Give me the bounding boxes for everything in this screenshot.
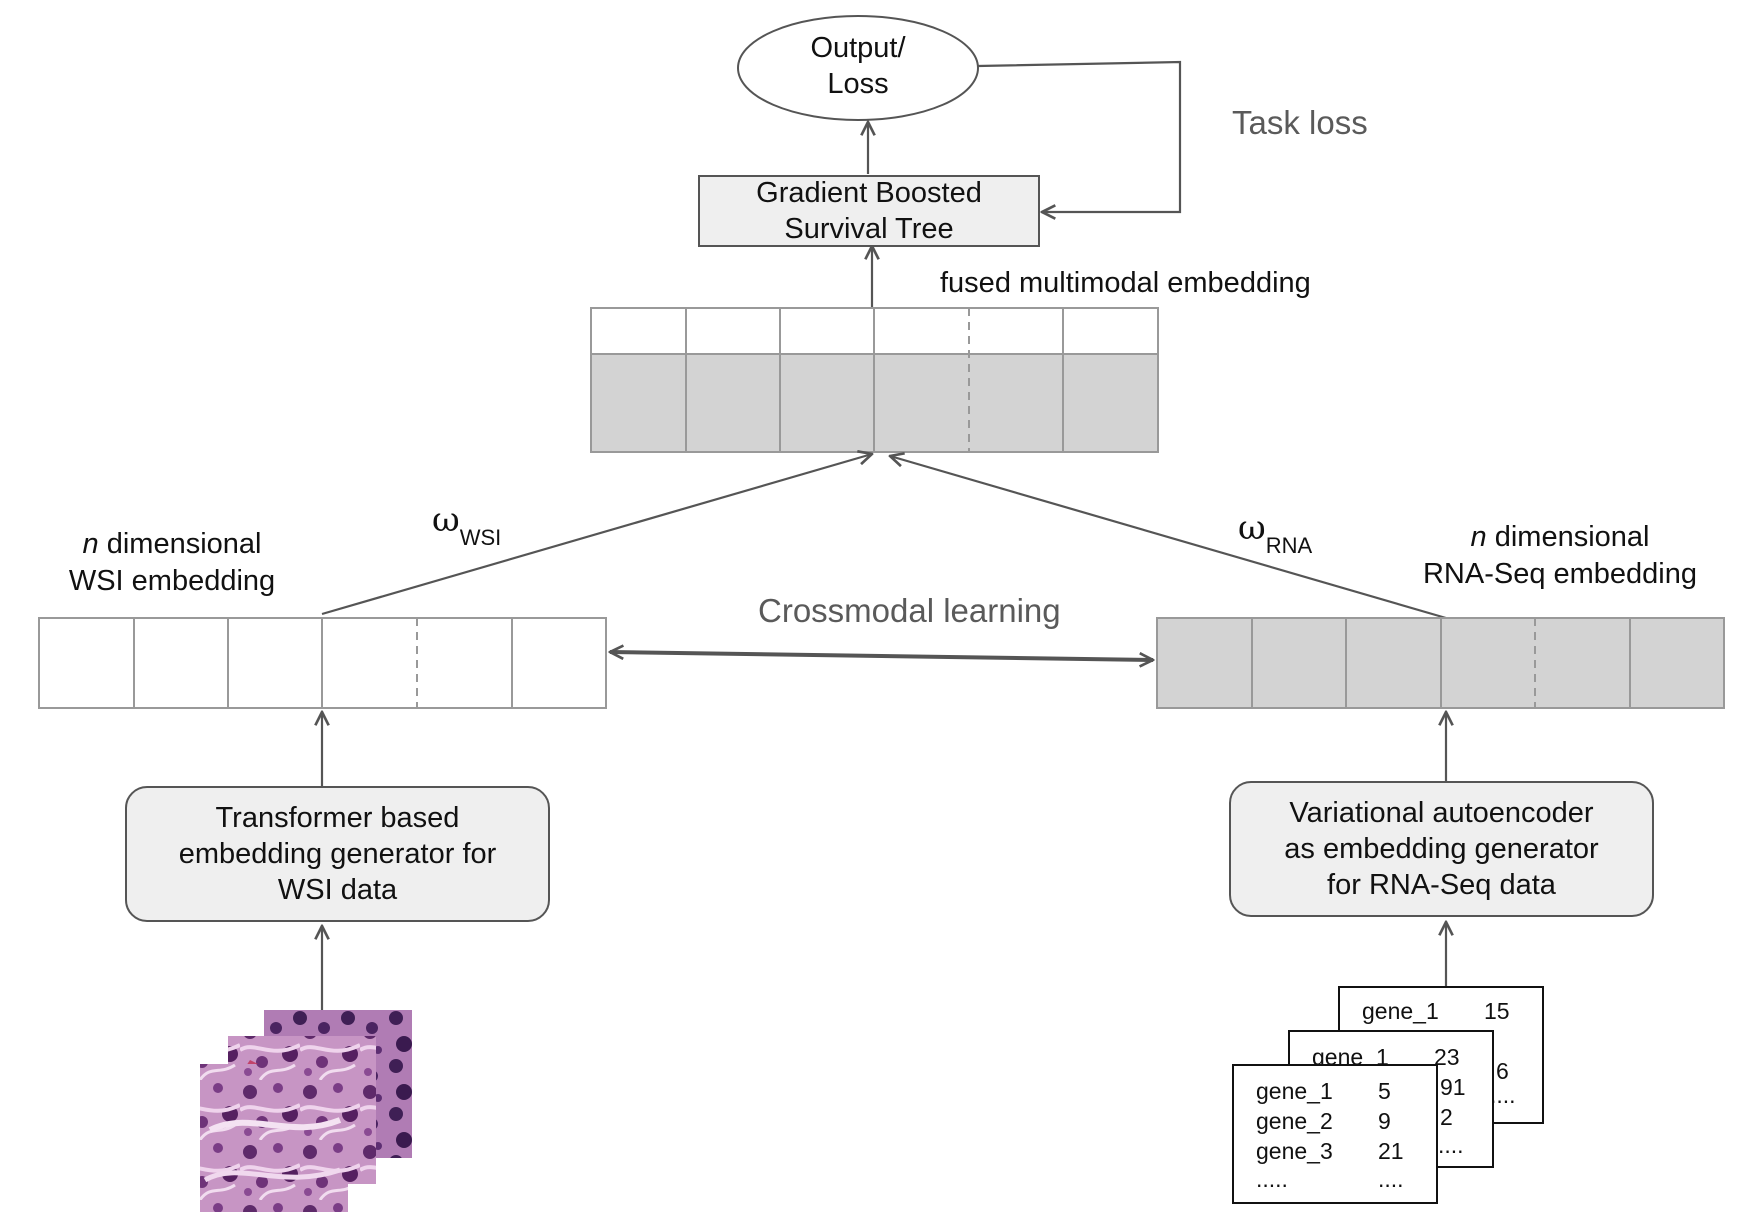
rna-card-back-gene: gene_1 <box>1362 998 1439 1024</box>
wsi-embedding-n: n <box>82 528 99 560</box>
rna-card-front-gene-2: gene_2 <box>1256 1108 1333 1134</box>
vae-embedding-generator-box: Variational autoencoder as embedding gen… <box>1229 781 1654 917</box>
rna-card-middle-dots: .... <box>1438 1132 1464 1158</box>
task-loss-label: Task loss <box>1232 104 1368 141</box>
rna-card-front-value-dots: .... <box>1378 1166 1404 1192</box>
vae-label-line1: Variational autoencoder <box>1289 796 1594 829</box>
rna-card-middle-value: 23 <box>1434 1044 1460 1070</box>
output-loss-ellipse <box>737 15 979 121</box>
rna-data-card-front: gene_1 5 gene_2 9 gene_3 21 ..... .... <box>1232 1064 1438 1204</box>
wsi-embedding-line1: dimensional <box>98 528 262 560</box>
rna-card-front-value-1: 5 <box>1378 1078 1391 1104</box>
omega-wsi-symbol: ω <box>432 500 460 540</box>
vae-label-line3: for RNA-Seq data <box>1327 869 1556 902</box>
gbst-label-line2: Survival Tree <box>784 213 954 245</box>
rna-card-middle-partial1: 91 <box>1440 1074 1466 1100</box>
wsi-embedding-label: n dimensional WSI embedding <box>52 526 292 600</box>
rna-embedding-line1: dimensional <box>1486 521 1650 553</box>
rna-to-fused-arrow <box>890 456 1447 620</box>
rna-card-front-value-3: 21 <box>1378 1138 1404 1164</box>
omega-rna-symbol: ω <box>1238 508 1266 548</box>
rna-card-front-gene-dots: ..... <box>1256 1166 1288 1192</box>
rna-card-back-value: 15 <box>1484 998 1510 1024</box>
crossmodal-double-arrow <box>610 652 1153 660</box>
transformer-label-line3: WSI data <box>277 874 398 907</box>
omega-wsi-label: ωWSI <box>432 500 501 550</box>
fused-embedding-vector <box>590 307 1159 453</box>
output-label-line1: Output/ <box>810 32 906 64</box>
gbst-label-line1: Gradient Boosted <box>756 176 982 209</box>
transformer-label-line1: Transformer based <box>215 801 460 834</box>
rna-embedding-label: n dimensional RNA-Seq embedding <box>1400 519 1720 593</box>
omega-wsi-subscript: WSI <box>459 525 502 550</box>
output-label-line2: Loss <box>827 68 889 100</box>
rna-card-front-gene-1: gene_1 <box>1256 1078 1333 1104</box>
transformer-embedding-generator-box: Transformer based embedding generator fo… <box>125 786 550 922</box>
rna-embedding-vector <box>1156 617 1725 709</box>
rna-card-back-dots: .... <box>1490 1082 1516 1108</box>
wsi-embedding-line2: WSI embedding <box>68 565 276 597</box>
output-loss-label: Output/ Loss <box>788 30 928 102</box>
rna-embedding-n: n <box>1470 521 1487 553</box>
rna-card-middle-partial2: 2 <box>1440 1104 1453 1130</box>
task-loss-feedback-line <box>977 60 1182 212</box>
rna-card-back-partial: 6 <box>1496 1058 1509 1084</box>
wsi-to-fused-arrow <box>321 454 872 616</box>
gradient-boosted-survival-tree-box: Gradient Boosted Survival Tree <box>698 175 1040 247</box>
fused-embedding-label: fused multimodal embedding <box>940 267 1311 299</box>
rna-card-front-gene-3: gene_3 <box>1256 1138 1333 1164</box>
wsi-embedding-vector <box>38 617 607 709</box>
vae-label-line2: as embedding generator <box>1284 832 1599 865</box>
rna-card-front-value-2: 9 <box>1378 1108 1391 1134</box>
crossmodal-learning-label: Crossmodal learning <box>758 592 1061 629</box>
omega-rna-label: ωRNA <box>1238 508 1312 558</box>
omega-rna-subscript: RNA <box>1265 533 1313 558</box>
rna-embedding-line2: RNA-Seq embedding <box>1422 558 1698 590</box>
transformer-label-line2: embedding generator for <box>178 837 497 870</box>
wsi-tissue-image-stack <box>200 1010 412 1212</box>
